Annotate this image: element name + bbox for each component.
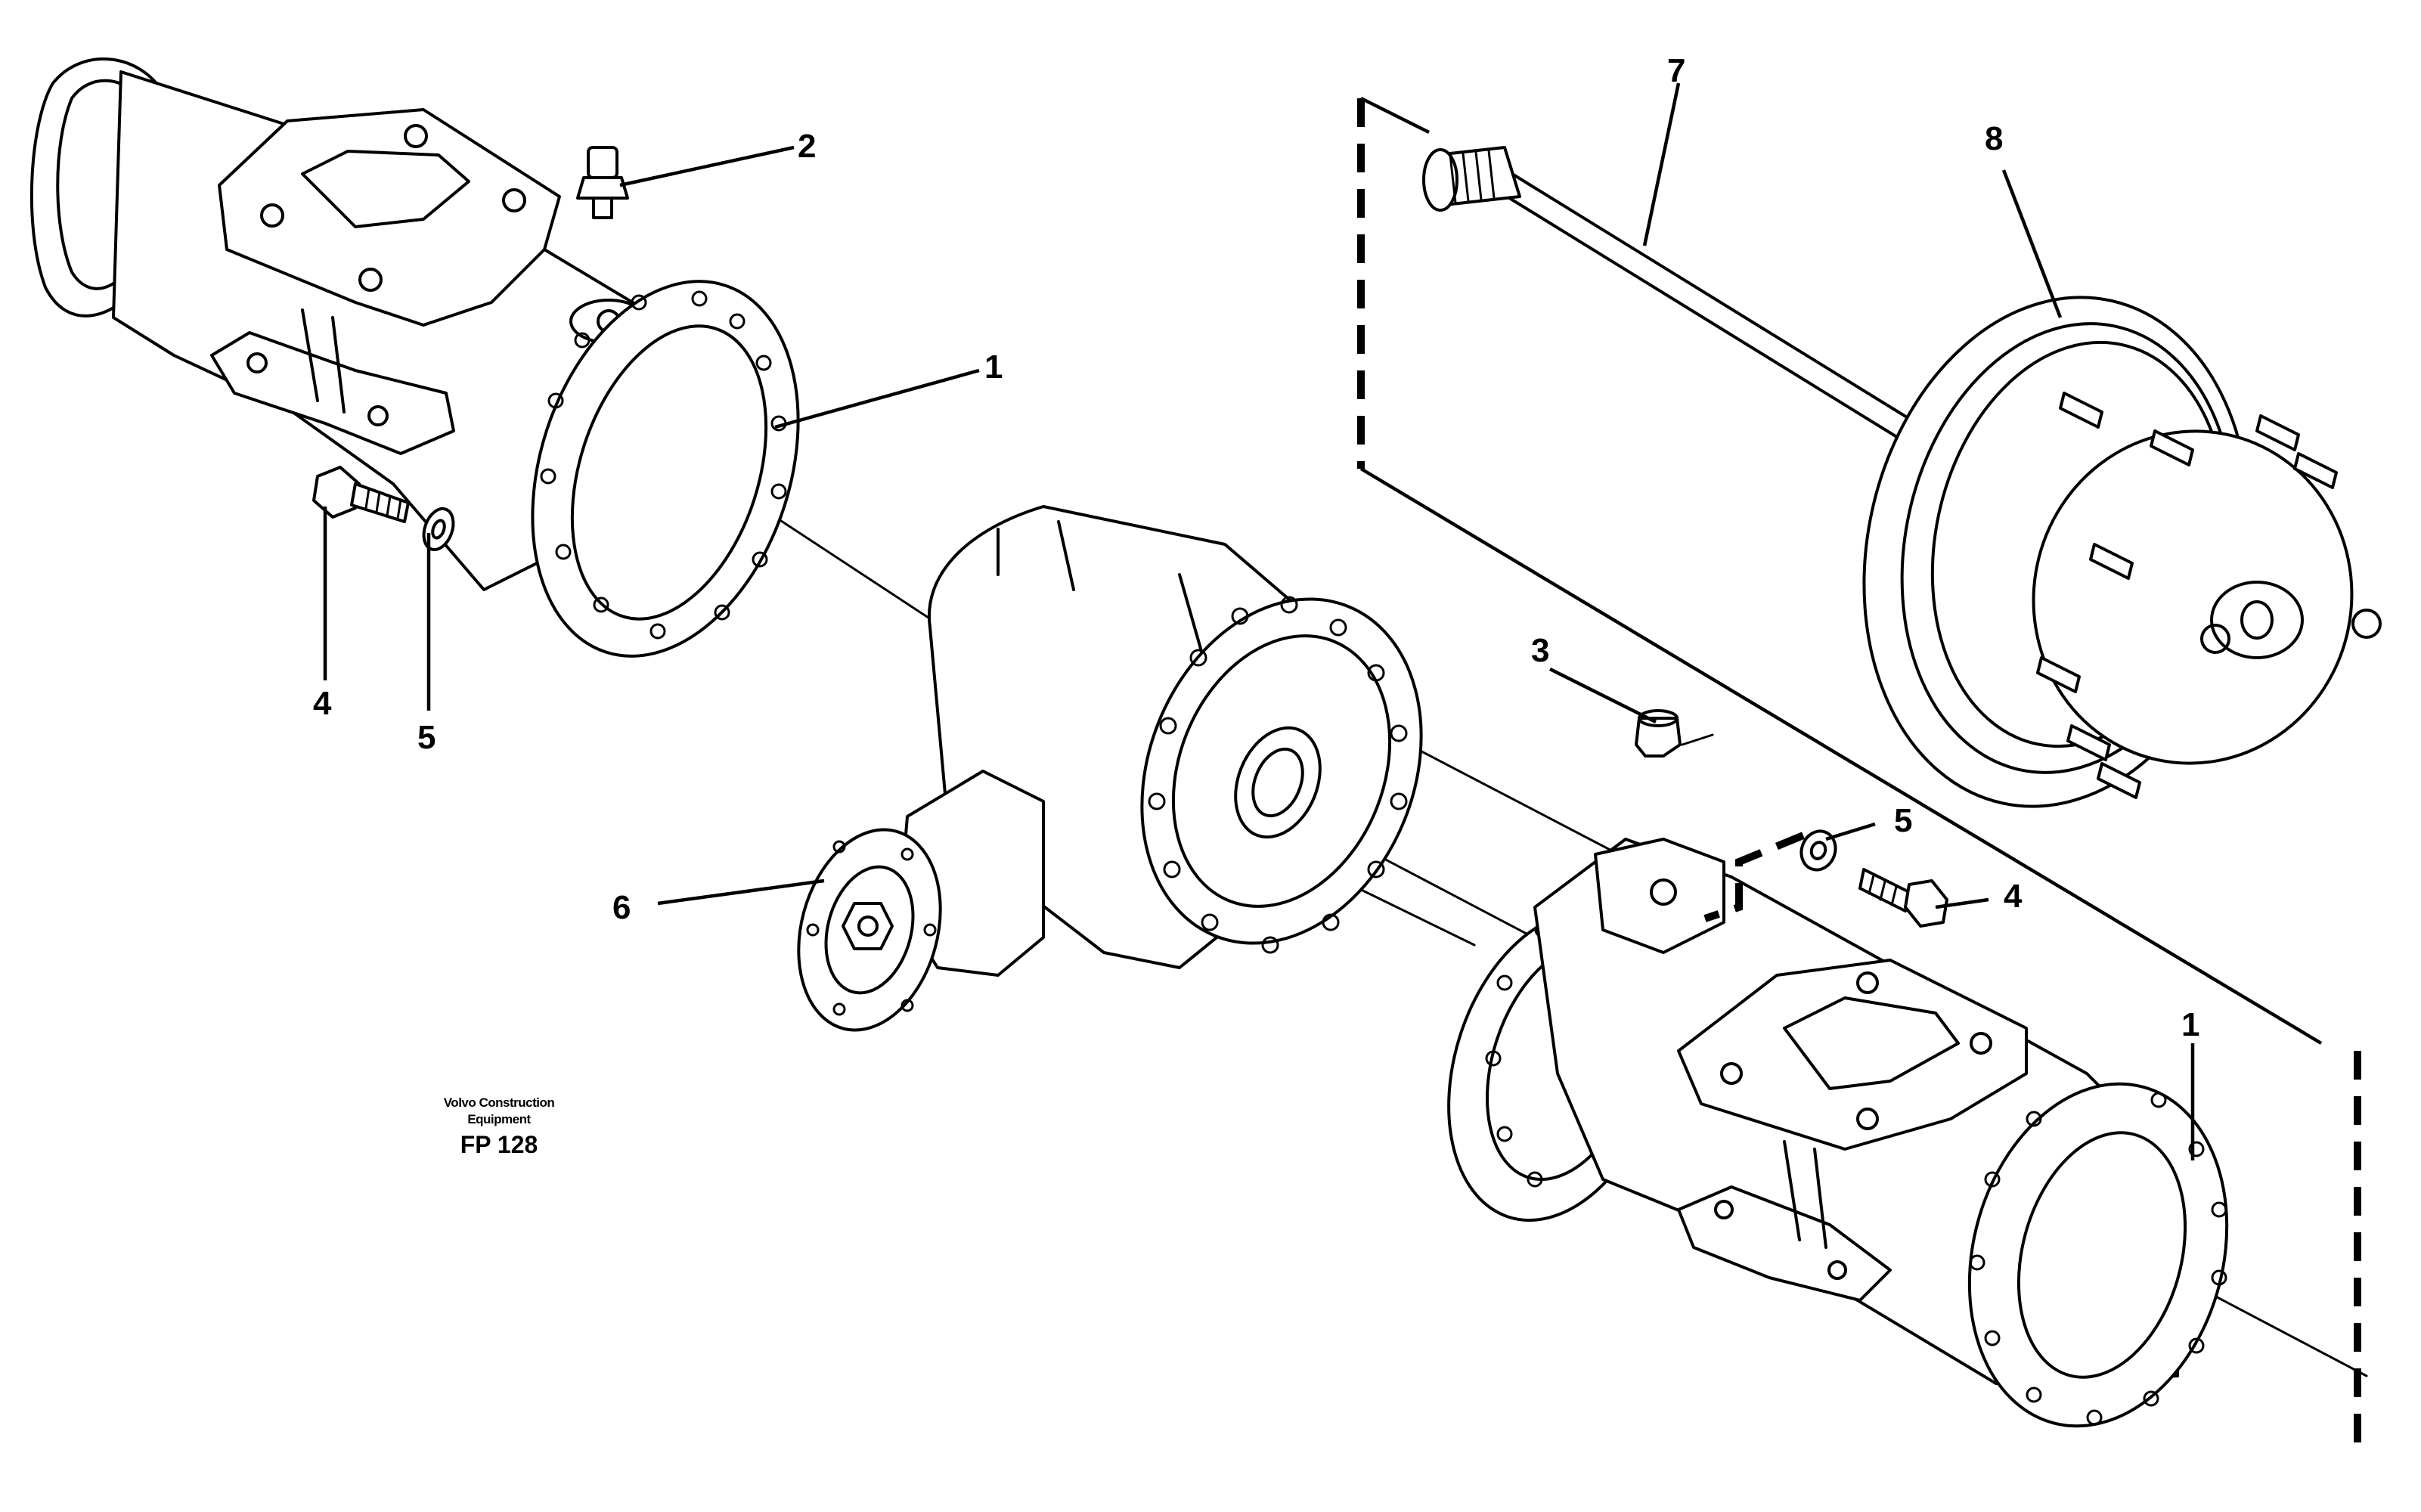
callout-2: 2 (798, 128, 816, 165)
callout-6: 6 (612, 889, 631, 926)
washer-left (422, 507, 455, 552)
bolt-left (312, 466, 410, 523)
flange-bolt-holes (540, 290, 787, 640)
callout-labels: 1 2 3 4 5 6 7 8 5 4 1 (313, 52, 2199, 1043)
leader-lines (323, 82, 2195, 1160)
figure-code: FP 128 (460, 1131, 538, 1158)
washer-right (1799, 829, 1837, 872)
right-axle-housing (1447, 838, 2229, 1428)
figure-caption: Volvo Construction Equipment FP 128 (401, 1095, 597, 1161)
callout-3: 3 (1531, 632, 1549, 669)
callout-4-left: 4 (313, 685, 332, 722)
drain-plug (1635, 709, 1714, 758)
callout-4-right: 4 (2004, 878, 2023, 915)
left-axle-housing (29, 57, 800, 658)
carrier-bolt-holes (1148, 596, 1408, 954)
wheel-hub (1862, 296, 2382, 808)
callout-5-right: 5 (1894, 802, 1912, 839)
drive-shaft (1422, 146, 1967, 474)
breather-valve (576, 146, 629, 219)
bolt-right (1858, 868, 1948, 928)
callout-5-left: 5 (417, 719, 436, 756)
callout-1-upper: 1 (984, 349, 1003, 386)
callout-7: 7 (1667, 52, 1685, 89)
company-name-line2: Equipment (467, 1112, 531, 1126)
wheel-studs (2036, 392, 2338, 799)
callout-1-lower: 1 (2181, 1006, 2199, 1043)
outer-flange-bolt-holes (1969, 1092, 2227, 1426)
callout-8: 8 (1985, 120, 2003, 157)
dashed-bracket-small (1703, 832, 1805, 922)
dashed-group-bracket (1357, 96, 2361, 1452)
differential-carrier (797, 505, 1423, 1032)
company-name-line1: Volvo Construction (443, 1095, 555, 1110)
